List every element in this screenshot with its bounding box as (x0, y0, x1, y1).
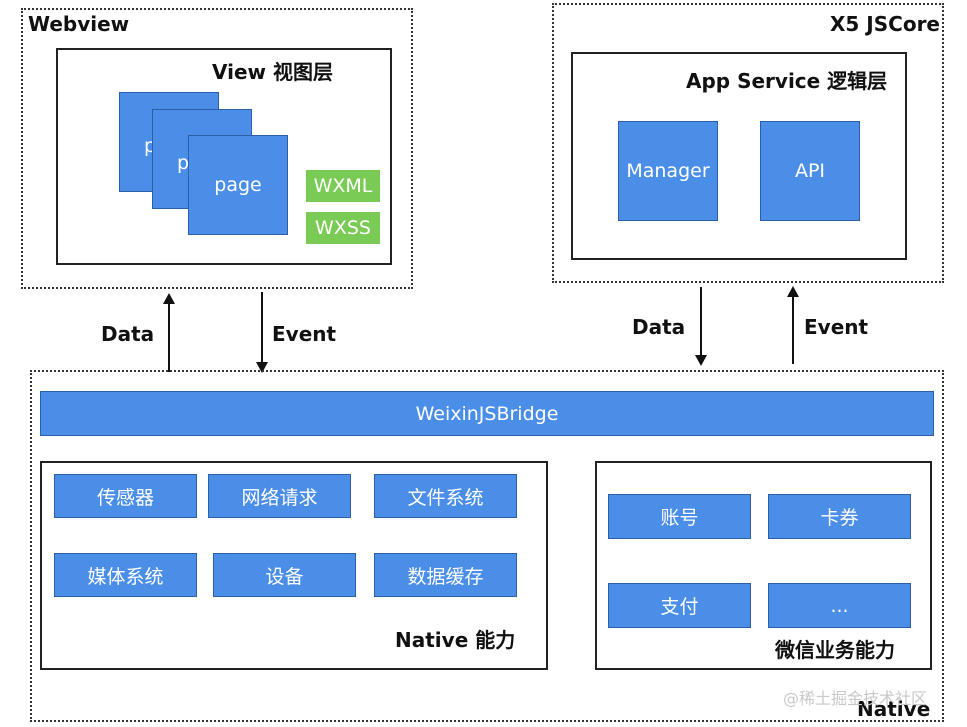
capability-network-request: 网络请求 (208, 474, 351, 518)
weixin-js-bridge: WeixinJSBridge (40, 391, 934, 436)
capability-media-system: 媒体系统 (54, 553, 197, 597)
watermark: @稀土掘金技术社区 (783, 689, 928, 708)
wxss-tag: WXSS (306, 212, 380, 244)
wechat-capabilities-title: 微信业务能力 (775, 638, 895, 662)
wechat-account: 账号 (608, 494, 751, 539)
native-title: Native (857, 697, 931, 721)
capability-sensor: 传感器 (54, 474, 197, 518)
wechat-more: ... (768, 583, 911, 628)
page-card-middle-label: p (177, 152, 190, 174)
jscore-data-arrow (695, 287, 707, 366)
webview-data-arrow (163, 293, 175, 372)
wechat-payment: 支付 (608, 583, 751, 628)
webview-data-label: Data (101, 322, 155, 346)
view-layer-title: View 视图层 (212, 60, 333, 84)
wechat-card-coupon: 卡券 (768, 494, 911, 539)
native-capabilities-title: Native 能力 (395, 628, 516, 652)
webview-event-arrow (256, 292, 268, 373)
webview-container (21, 8, 413, 289)
jscore-event-arrow (787, 286, 799, 364)
capability-device: 设备 (213, 553, 356, 597)
jscore-data-label: Data (632, 315, 686, 339)
api-module: API (760, 121, 860, 221)
manager-module: Manager (618, 121, 718, 221)
webview-event-label: Event (272, 322, 337, 346)
wxml-tag: WXML (306, 170, 380, 202)
app-service-title: App Service 逻辑层 (686, 69, 888, 93)
capability-data-cache: 数据缓存 (374, 553, 517, 597)
jscore-container (552, 3, 944, 283)
jscore-event-label: Event (804, 315, 869, 339)
jscore-title: X5 JSCore (830, 12, 940, 36)
native-container (30, 370, 944, 722)
webview-title: Webview (28, 12, 130, 36)
page-card-front: page (188, 135, 288, 235)
capability-file-system: 文件系统 (374, 474, 517, 518)
